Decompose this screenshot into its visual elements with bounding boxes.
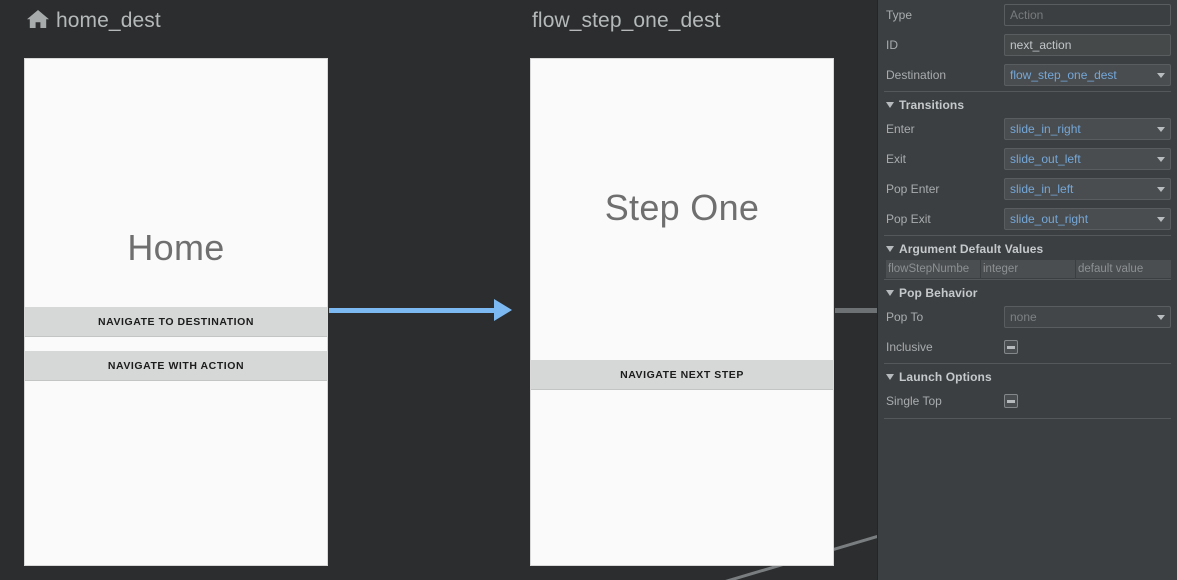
row-exit: Exit slide_out_left bbox=[884, 144, 1171, 174]
pop-to-dropdown-value: none bbox=[1010, 310, 1037, 324]
id-input[interactable]: next_action bbox=[1004, 34, 1171, 56]
row-destination: Destination flow_step_one_dest bbox=[884, 60, 1171, 90]
row-enter: Enter slide_in_right bbox=[884, 114, 1171, 144]
section-launch-options: Launch Options Single Top bbox=[884, 363, 1171, 416]
home-icon bbox=[26, 8, 50, 35]
destination-home-dest[interactable]: home_dest Home NAVIGATE TO DESTINATION N… bbox=[24, 6, 328, 566]
section-transitions-title: Transitions bbox=[899, 97, 965, 112]
section-argument-default-values: Argument Default Values flowStepNumbe in… bbox=[884, 235, 1171, 278]
pop-exit-label: Pop Exit bbox=[886, 212, 931, 226]
navigate-with-action-button[interactable]: NAVIGATE WITH ACTION bbox=[25, 351, 327, 381]
chevron-down-icon[interactable] bbox=[1152, 307, 1170, 327]
enter-dropdown[interactable]: slide_in_right bbox=[1004, 118, 1171, 140]
row-single-top: Single Top bbox=[884, 386, 1171, 416]
exit-dropdown[interactable]: slide_out_left bbox=[1004, 148, 1171, 170]
destination-label: Destination bbox=[886, 68, 947, 82]
inclusive-label: Inclusive bbox=[886, 340, 933, 354]
destination-flow-step-one-dest-label: flow_step_one_dest bbox=[532, 9, 721, 32]
pop-to-label: Pop To bbox=[886, 310, 924, 324]
pop-exit-dropdown[interactable]: slide_out_right bbox=[1004, 208, 1171, 230]
pop-exit-dropdown-value: slide_out_right bbox=[1010, 212, 1089, 226]
destination-home-dest-preview[interactable]: Home NAVIGATE TO DESTINATION NAVIGATE WI… bbox=[24, 58, 328, 566]
section-launch-options-header[interactable]: Launch Options bbox=[884, 367, 1171, 386]
section-transitions: Transitions Enter slide_in_right Exit sl… bbox=[884, 91, 1171, 234]
triangle-down-icon[interactable] bbox=[886, 373, 894, 380]
section-transitions-header[interactable]: Transitions bbox=[884, 95, 1171, 114]
section-argument-default-values-title: Argument Default Values bbox=[899, 241, 1044, 256]
chevron-down-icon[interactable] bbox=[1152, 65, 1170, 85]
chevron-down-icon[interactable] bbox=[1152, 179, 1170, 199]
destination-flow-step-one-dest-header: flow_step_one_dest bbox=[532, 6, 834, 36]
step-one-screen-title: Step One bbox=[604, 187, 760, 228]
row-pop-exit: Pop Exit slide_out_right bbox=[884, 204, 1171, 234]
row-pop-enter: Pop Enter slide_in_left bbox=[884, 174, 1171, 204]
destination-dropdown[interactable]: flow_step_one_dest bbox=[1004, 64, 1171, 86]
step-one-screen-button-stack: NAVIGATE NEXT STEP bbox=[531, 360, 833, 390]
triangle-down-icon[interactable] bbox=[886, 245, 894, 252]
chevron-down-icon[interactable] bbox=[1152, 209, 1170, 229]
argument-type-cell[interactable]: integer bbox=[981, 260, 1076, 278]
destination-flow-step-one-dest-preview[interactable]: Step One NAVIGATE NEXT STEP bbox=[530, 58, 834, 566]
pop-enter-dropdown[interactable]: slide_in_left bbox=[1004, 178, 1171, 200]
enter-dropdown-value: slide_in_right bbox=[1010, 122, 1081, 136]
enter-label: Enter bbox=[886, 122, 915, 136]
triangle-down-icon[interactable] bbox=[886, 101, 894, 108]
row-id: ID next_action bbox=[884, 30, 1171, 60]
section-pop-behavior-header[interactable]: Pop Behavior bbox=[884, 283, 1171, 302]
argument-default-values-table: flowStepNumbe integer default value bbox=[886, 260, 1171, 278]
home-screen-button-stack: NAVIGATE TO DESTINATION NAVIGATE WITH AC… bbox=[25, 307, 327, 381]
single-top-checkbox[interactable] bbox=[1004, 394, 1018, 408]
section-pop-behavior-title: Pop Behavior bbox=[899, 285, 978, 300]
pop-enter-dropdown-value: slide_in_left bbox=[1010, 182, 1074, 196]
inclusive-checkbox[interactable] bbox=[1004, 340, 1018, 354]
id-label: ID bbox=[886, 38, 898, 52]
navigate-to-destination-button[interactable]: NAVIGATE TO DESTINATION bbox=[25, 307, 327, 337]
destination-flow-step-one-dest[interactable]: flow_step_one_dest Step One NAVIGATE NEX… bbox=[530, 6, 834, 566]
row-type: Type Action bbox=[884, 0, 1171, 30]
connection-flow-step-one-outgoing-stub[interactable] bbox=[835, 308, 877, 313]
argument-default-value-cell[interactable]: default value bbox=[1076, 260, 1171, 278]
section-argument-default-values-header[interactable]: Argument Default Values bbox=[884, 239, 1171, 258]
navigate-next-step-button[interactable]: NAVIGATE NEXT STEP bbox=[531, 360, 833, 390]
destination-dropdown-value: flow_step_one_dest bbox=[1010, 68, 1117, 82]
triangle-down-icon[interactable] bbox=[886, 289, 894, 296]
navigation-graph-canvas[interactable]: home_dest Home NAVIGATE TO DESTINATION N… bbox=[0, 0, 877, 580]
row-pop-to: Pop To none bbox=[884, 302, 1171, 332]
chevron-down-icon[interactable] bbox=[1152, 149, 1170, 169]
pop-to-dropdown[interactable]: none bbox=[1004, 306, 1171, 328]
destination-home-dest-header: home_dest bbox=[26, 6, 328, 36]
exit-label: Exit bbox=[886, 152, 907, 166]
connection-home-to-flow-step-one-line[interactable] bbox=[329, 308, 495, 313]
type-label: Type bbox=[886, 8, 913, 22]
type-field[interactable]: Action bbox=[1004, 4, 1171, 26]
argument-name-cell[interactable]: flowStepNumbe bbox=[886, 260, 981, 278]
home-screen-title: Home bbox=[127, 227, 225, 268]
exit-dropdown-value: slide_out_left bbox=[1010, 152, 1081, 166]
single-top-label: Single Top bbox=[886, 394, 942, 408]
attributes-inspector-panel: Type Action ID next_action Destination f… bbox=[877, 0, 1177, 580]
connection-home-to-flow-step-one-arrowhead[interactable] bbox=[494, 299, 512, 321]
destination-home-dest-label: home_dest bbox=[56, 9, 161, 32]
section-pop-behavior: Pop Behavior Pop To none Inclusive bbox=[884, 279, 1171, 362]
row-inclusive: Inclusive bbox=[884, 332, 1171, 362]
pop-enter-label: Pop Enter bbox=[886, 182, 940, 196]
section-launch-options-title: Launch Options bbox=[899, 369, 992, 384]
panel-bottom-divider bbox=[884, 418, 1171, 419]
chevron-down-icon[interactable] bbox=[1152, 119, 1170, 139]
